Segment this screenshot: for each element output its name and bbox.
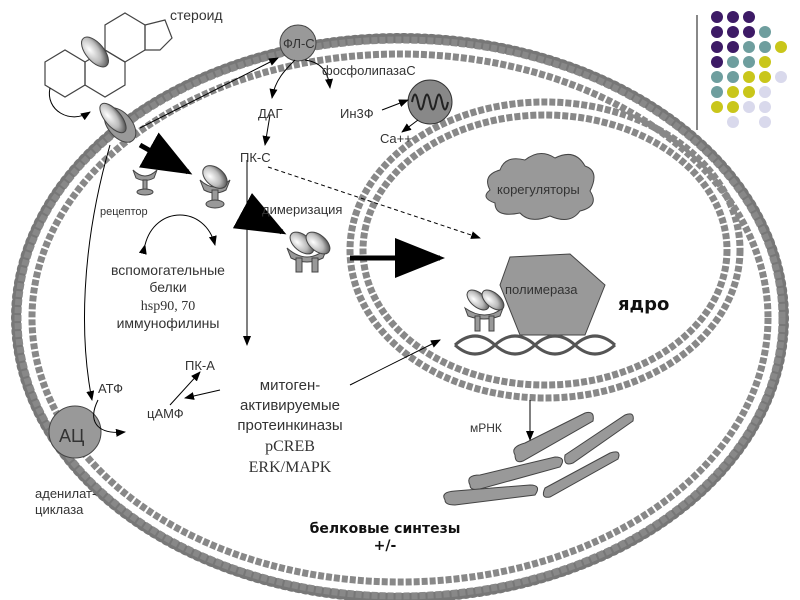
decorative-dot (727, 26, 739, 38)
decorative-dot-grid (711, 11, 787, 128)
arrow-steroid-entry (48, 87, 91, 121)
label-dag: ДАГ (258, 106, 283, 121)
decorative-dot (743, 86, 755, 98)
label-ac-full-2: циклаза (35, 502, 84, 517)
decorative-dot (759, 71, 771, 83)
label-protein-synthesis-2: +/- (374, 538, 397, 554)
label-aux-4: иммунофилины (117, 315, 220, 331)
nucleus-membrane-in (359, 111, 731, 389)
dna-bound-dimer (463, 289, 505, 332)
decorative-dot (711, 71, 723, 83)
label-camp: цАМФ (147, 406, 184, 421)
label-pka: ПК-А (185, 358, 215, 373)
decorative-dot (727, 56, 739, 68)
label-mrna: мРНК (470, 421, 502, 435)
arrow-plc-dag (269, 59, 296, 99)
label-mapk-1: митоген- (260, 377, 321, 394)
arrow-dag-pkc (262, 114, 271, 146)
label-atp: АТФ (98, 381, 123, 396)
decorative-dot (711, 11, 723, 23)
label-mapk-3: протеинкиназы (237, 417, 342, 434)
arrow-atp-camp (93, 399, 126, 437)
label-aux-1: вспомогательные (111, 262, 225, 278)
arrow-to-dimer (232, 193, 287, 235)
arrow-store-ca (401, 119, 419, 133)
decorative-dot (727, 41, 739, 53)
decorative-dot (759, 26, 771, 38)
cell-membrane-beads-in (28, 50, 772, 586)
decorative-dot (759, 56, 771, 68)
arrow-receptor-ac (84, 144, 111, 401)
endoplasmic-reticulum (443, 411, 634, 506)
label-plc-short: ФЛ-С (283, 36, 315, 51)
nucleus-membrane-out (346, 98, 744, 402)
label-protein-synthesis-1: белковые синтезы (310, 521, 461, 537)
free-receptor (132, 169, 158, 196)
bound-ligand (99, 102, 127, 134)
arrow-mapk-camp (184, 389, 221, 400)
decorative-dot (775, 71, 787, 83)
decorative-dot (711, 101, 723, 113)
decorative-dot (743, 41, 755, 53)
adenylate-cyclase (48, 405, 102, 459)
decorative-dot (775, 41, 787, 53)
plc-enzyme (279, 24, 317, 62)
decorative-dot (743, 56, 755, 68)
label-ca: Ca++ (380, 131, 412, 146)
dna-helix (453, 334, 617, 356)
cell-membrane-beads-out (14, 36, 786, 600)
label-polymerase: полимераза (505, 282, 578, 297)
arrow-mapk-nucleus (349, 339, 441, 386)
decorative-dot (727, 71, 739, 83)
decorative-dot (759, 41, 771, 53)
coregulators-cloud (485, 153, 595, 221)
label-ac-full-1: аденилат- (35, 486, 96, 501)
decorative-dot (711, 86, 723, 98)
label-mapk-4: pCREB (265, 438, 315, 455)
label-dimerization: димеризация (262, 202, 342, 217)
arrow-to-receptor (138, 132, 193, 175)
decorative-dot (743, 11, 755, 23)
decorative-dot (743, 26, 755, 38)
label-coregulators: корегуляторы (497, 182, 580, 197)
label-ac-short: АЦ (59, 426, 84, 446)
steroid-ligand (81, 36, 109, 68)
decorative-dot (759, 116, 771, 128)
arrow-receptor-plc (139, 57, 279, 129)
label-aux-2: белки (149, 279, 186, 295)
steroid-molecule (44, 12, 173, 98)
arrow-plc-ip3 (304, 59, 333, 89)
arrow-aux-proteins (138, 214, 217, 255)
decorative-dot (727, 86, 739, 98)
arrow-pkc-coregulators (267, 166, 481, 239)
polymerase (499, 253, 606, 336)
decorative-dot (711, 41, 723, 53)
receptor-dimer (286, 231, 331, 273)
label-steroid: стероид (170, 7, 223, 23)
decorative-dot (759, 101, 771, 113)
label-aux-3: hsp90, 70 (141, 299, 195, 314)
decorative-dot (711, 26, 723, 38)
label-plc-full: фосфолипазаС (322, 63, 416, 78)
decorative-dot (727, 116, 739, 128)
arrow-camp-pka (169, 371, 201, 406)
bound-receptor (199, 165, 231, 209)
decorative-dot (711, 56, 723, 68)
decorative-dot (759, 86, 771, 98)
arrow-ip3-store (381, 99, 409, 111)
label-mapk-5: ERK/MAPK (249, 459, 332, 476)
label-ip3: Ин3Ф (340, 106, 374, 121)
label-nucleus: ядро (618, 294, 669, 315)
decorative-dot (743, 101, 755, 113)
cell-membrane (21, 43, 779, 593)
label-pkc: ПК-С (240, 150, 271, 165)
decorative-dot (727, 11, 739, 23)
label-receptor: рецептор (100, 206, 148, 218)
decorative-dot (727, 101, 739, 113)
decorative-dot (743, 71, 755, 83)
label-mapk-2: активируемые (240, 397, 340, 414)
